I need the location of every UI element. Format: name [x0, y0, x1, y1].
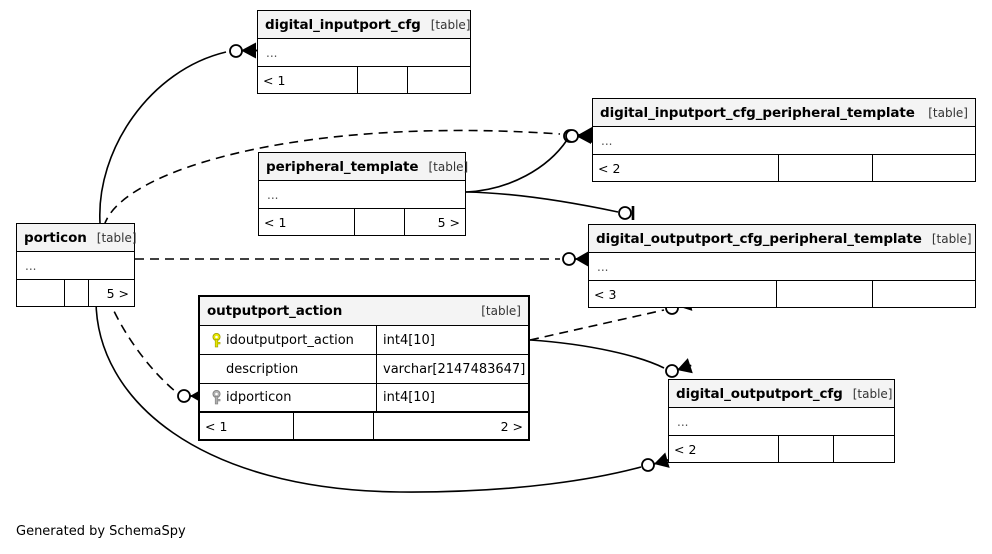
table-body: idoutputport_action int4[10] description…	[200, 326, 528, 439]
table-column-row[interactable]: idoutputport_action int4[10]	[200, 326, 528, 355]
footer-cell-left: < 3	[589, 281, 777, 307]
table-name: digital_inputport_cfg_peripheral_templat…	[600, 104, 915, 121]
table-tag: [table]	[430, 17, 471, 32]
collapsed-columns-indicator: ...	[258, 39, 470, 67]
collapsed-columns-indicator: ...	[17, 252, 134, 280]
footer-cell-mid	[779, 155, 873, 181]
table-node-outputport-action[interactable]: outputport_action [table] idoutputport_a…	[198, 295, 530, 441]
table-tag: [table]	[96, 230, 137, 245]
table-body: ... < 1	[258, 39, 470, 93]
table-node-digital-outputport-cfg[interactable]: digital_outputport_cfg [table] ... < 2	[668, 379, 895, 463]
column-name-text: idporticon	[226, 390, 292, 405]
footer-cell-right: 2 >	[500, 418, 523, 434]
table-footer: 5 >	[17, 280, 134, 306]
table-tag: [table]	[928, 105, 968, 120]
column-name-cell: description	[200, 355, 377, 383]
table-name: porticon	[24, 229, 87, 246]
table-tag: [table]	[852, 386, 893, 401]
table-body: ... < 1 5 >	[259, 181, 465, 235]
footer-cell-left: < 1	[259, 209, 355, 235]
table-column-row[interactable]: description varchar[2147483647]	[200, 355, 528, 384]
footer-cell-left: < 1	[258, 67, 358, 93]
table-body: ... < 3	[589, 253, 975, 307]
key-icon-foreign	[206, 390, 226, 405]
table-footer: < 1 5 >	[259, 209, 465, 235]
footer-cell-right: 5 >	[106, 285, 129, 301]
table-footer: < 2	[593, 155, 975, 181]
footer-cell-right	[873, 155, 975, 181]
footer-cell-left: < 2	[669, 436, 779, 462]
table-footer: < 1	[258, 67, 470, 93]
table-column-row[interactable]: idporticon int4[10]	[200, 384, 528, 413]
edge-peripheral-template-to-digital-outputport-cfg-peripheral-template	[465, 191, 635, 220]
key-icon-primary	[206, 332, 226, 348]
footer-cell-right: 5 >	[437, 214, 460, 230]
footer-cell-mid	[65, 280, 89, 306]
footer-cell-mid	[358, 67, 408, 93]
table-name: peripheral_template	[266, 158, 419, 175]
table-node-digital-inputport-cfg[interactable]: digital_inputport_cfg [table] ... < 1	[257, 10, 471, 94]
table-tag: [table]	[481, 304, 521, 318]
footer-cell-mid	[779, 436, 834, 462]
footer-cell-right	[834, 436, 894, 462]
table-node-digital-outputport-cfg-peripheral-template[interactable]: digital_outputport_cfg_peripheral_templa…	[588, 224, 976, 308]
column-type-cell: int4[10]	[383, 390, 435, 405]
column-type-cell: varchar[2147483647]	[383, 361, 526, 377]
table-title: digital_inputport_cfg_peripheral_templat…	[593, 99, 975, 127]
table-body: ... 5 >	[17, 252, 134, 306]
table-footer: < 3	[589, 281, 975, 307]
table-name: digital_inputport_cfg	[265, 16, 421, 33]
edge-porticon-to-digital-inputport-cfg	[99, 42, 257, 224]
generator-credit: Generated by SchemaSpy	[16, 524, 186, 539]
footer-cell-left	[17, 280, 65, 306]
table-title: peripheral_template [table]	[259, 153, 469, 181]
collapsed-columns-indicator: ...	[669, 408, 894, 436]
footer-cell-right	[408, 67, 470, 93]
table-title: digital_outputport_cfg_peripheral_templa…	[589, 225, 975, 253]
table-title: digital_outputport_cfg [table]	[669, 380, 894, 408]
edge-peripheral-template-to-digital-inputport-cfg-peripheral-template	[465, 127, 593, 193]
edge-porticon-to-outputport-action	[107, 297, 205, 404]
footer-cell-left: < 1	[200, 413, 294, 439]
footer-cell-mid	[294, 413, 374, 439]
table-title: outputport_action [table]	[200, 297, 528, 326]
table-name: outputport_action	[207, 303, 343, 319]
column-name-text: idoutputport_action	[226, 332, 354, 348]
collapsed-columns-indicator: ...	[589, 253, 975, 281]
column-name-cell: idoutputport_action	[200, 326, 377, 354]
edge-porticon-to-digital-outputport-cfg-peripheral-template	[135, 251, 590, 267]
table-body: ... < 2	[669, 408, 894, 462]
footer-cell-right	[873, 281, 975, 307]
table-footer: < 2	[669, 436, 894, 462]
footer-cell-left: < 2	[593, 155, 779, 181]
table-name: digital_outputport_cfg	[676, 385, 843, 402]
table-title: digital_inputport_cfg [table]	[258, 11, 471, 39]
table-node-peripheral-template[interactable]: peripheral_template [table] ... < 1 5 >	[258, 152, 469, 236]
table-node-porticon[interactable]: porticon [table] ... 5 >	[16, 223, 137, 307]
collapsed-columns-indicator: ...	[259, 181, 465, 209]
table-body: ... < 2	[593, 127, 975, 181]
edge-outputport-action-to-digital-outputport-cfg	[529, 339, 693, 378]
column-name-text: description	[226, 361, 299, 377]
footer-cell-mid	[355, 209, 405, 235]
collapsed-columns-indicator: ...	[593, 127, 975, 155]
footer-cell-mid	[777, 281, 873, 307]
table-tag: [table]	[931, 231, 972, 246]
table-tag: [table]	[428, 159, 469, 174]
column-type-cell: int4[10]	[383, 332, 435, 348]
table-node-digital-inputport-cfg-peripheral-template[interactable]: digital_inputport_cfg_peripheral_templat…	[592, 98, 976, 182]
table-title: porticon [table]	[17, 224, 137, 252]
table-footer: < 1 2 >	[200, 413, 528, 439]
table-name: digital_outputport_cfg_peripheral_templa…	[596, 230, 922, 247]
column-name-cell: idporticon	[200, 384, 377, 411]
